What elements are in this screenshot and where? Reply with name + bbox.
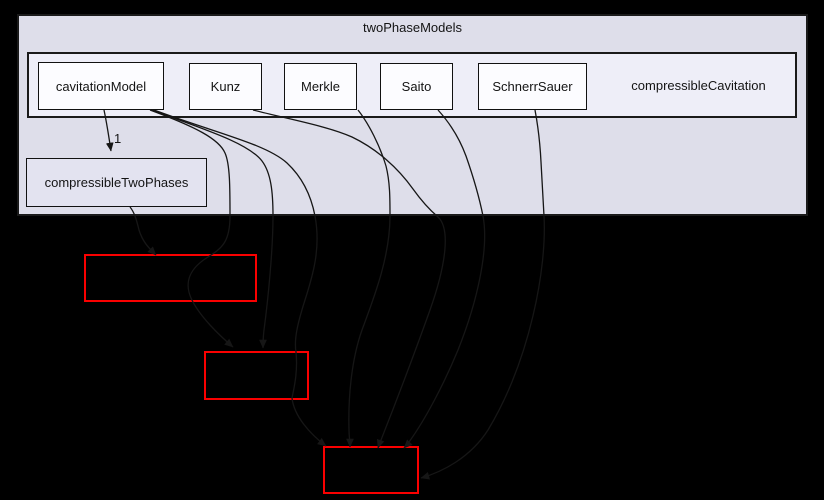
external-dir-node-3[interactable] (323, 446, 419, 494)
node-compressibletwophases[interactable]: compressibleTwoPhases (26, 158, 207, 207)
node-schnerrsauer[interactable]: SchnerrSauer (478, 63, 587, 110)
node-merkle[interactable]: Merkle (284, 63, 357, 110)
external-dir-node-1[interactable] (84, 254, 257, 302)
node-saito[interactable]: Saito (380, 63, 453, 110)
node-kunz[interactable]: Kunz (189, 63, 262, 110)
node-cavitationmodel[interactable]: cavitationModel (38, 62, 164, 110)
cluster-twophasemodels-label[interactable]: twoPhaseModels (363, 20, 462, 35)
cluster-compressiblecavitation-label[interactable]: compressibleCavitation (631, 77, 766, 93)
external-dir-node-2[interactable] (204, 351, 309, 400)
